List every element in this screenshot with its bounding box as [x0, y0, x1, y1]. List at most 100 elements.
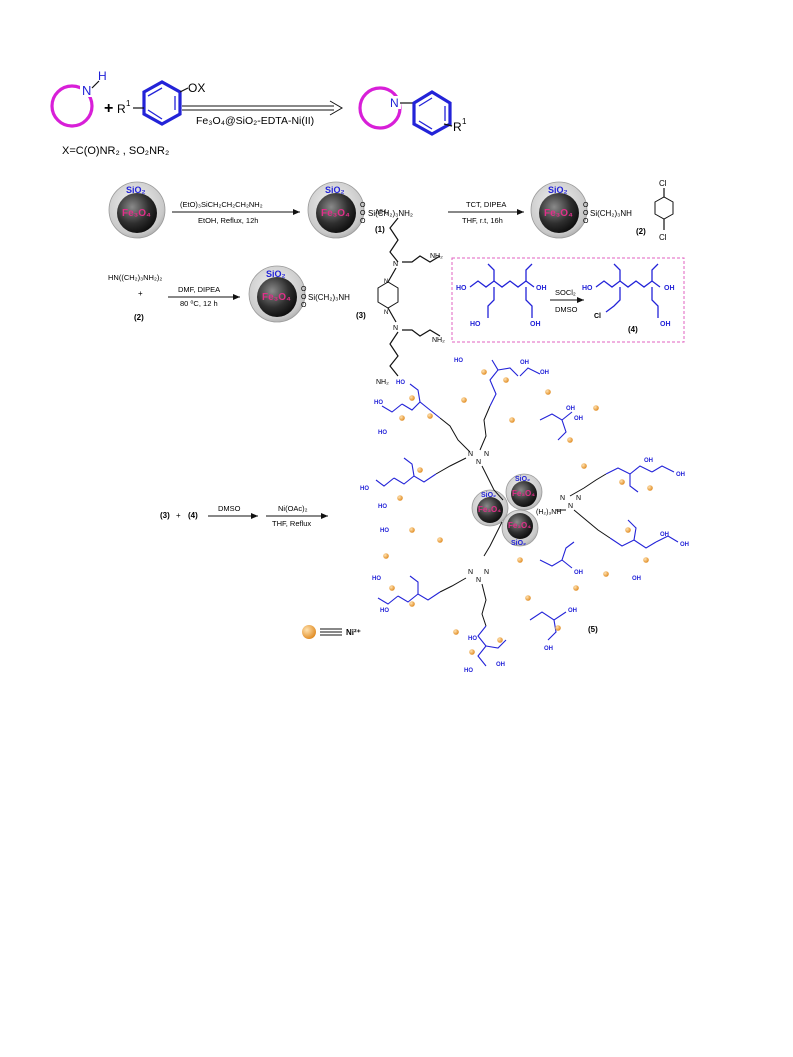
edta-ho-1: HO [456, 285, 467, 292]
ac-oh-1: OH [664, 285, 675, 292]
svg-text:O: O [583, 202, 589, 209]
svg-text:OH: OH [574, 416, 583, 422]
nickel-legend-label: Ni²⁺ [346, 628, 361, 637]
svg-text:O: O [583, 218, 589, 225]
svg-text:N: N [484, 569, 489, 576]
svg-text:N: N [468, 451, 473, 458]
product3-linker: Si(CH₂)₃NH [308, 293, 350, 302]
step3-plus: + [138, 289, 143, 298]
r1-label: R [117, 102, 126, 116]
svg-text:OH: OH [680, 542, 689, 548]
core-label: Fe₃O₄ [544, 208, 573, 219]
product1-number: (1) [375, 225, 385, 234]
core-label: Fe₃O₄ [512, 489, 535, 498]
r1-sup: 1 [126, 99, 131, 108]
svg-text:N: N [476, 577, 481, 584]
ac-ho: HO [582, 285, 593, 292]
nh2-c: NH₂ [432, 337, 445, 344]
row-3: (3) + (4) DMSO Ni(OAc)₂ THF, Reflux SiO₂… [160, 358, 689, 674]
core-label: Fe₃O₄ [262, 292, 291, 303]
step2-reagent-top: TCT, DIPEA [466, 200, 506, 209]
nickel-ions [383, 369, 653, 655]
step5-reagent2-bottom: THF, Reflux [272, 519, 311, 528]
svg-text:N: N [384, 279, 388, 285]
plus-sign: + [104, 100, 113, 117]
edta-box [451, 257, 685, 343]
siloxane-anchor-2: O O O [583, 202, 589, 225]
product2-linker: Si(CH₂)₃NH [590, 209, 632, 218]
shell-label: SiO₂ [511, 540, 526, 547]
svg-text:OH: OH [676, 472, 685, 478]
product-n: N [390, 96, 399, 110]
product-r1: R [453, 120, 462, 134]
step1-reagent-bottom: EtOH, Reflux, 12h [198, 216, 258, 225]
svg-text:OH: OH [540, 370, 549, 376]
svg-text:OH: OH [544, 646, 553, 652]
step5-right: (4) [188, 511, 198, 520]
shell-label: SiO₂ [325, 185, 345, 195]
product5-number: (5) [588, 625, 598, 634]
ac-oh-2: OH [660, 321, 671, 328]
step5-reagent1: DMSO [218, 504, 241, 513]
catalyst-label: Fe₃O₄@SiO₂-EDTA-Ni(II) [196, 115, 314, 127]
core-label: Fe₃O₄ [478, 505, 501, 514]
svg-text:OH: OH [644, 458, 653, 464]
core-label: Fe₃O₄ [122, 208, 151, 219]
step3-reagent-top: DMF, DIPEA [178, 285, 220, 294]
svg-text:N: N [576, 495, 581, 502]
x-definition: X=C(O)NR₂ , SO₂NR₂ [62, 145, 169, 157]
siloxane-anchor-1: O O O [360, 202, 366, 225]
nanoparticle-start: SiO₂ Fe₃O₄ [108, 181, 166, 239]
dendron-arms [435, 405, 611, 627]
step2-reagent-bottom: THF, r.t, 16h [462, 216, 503, 225]
core-label: Fe₃O₄ [321, 208, 350, 219]
svg-text:HO: HO [380, 608, 389, 614]
svg-text:N: N [393, 325, 398, 332]
svg-text:N: N [476, 459, 481, 466]
svg-text:N: N [468, 569, 473, 576]
svg-text:N: N [484, 451, 489, 458]
step5-reagent2-top: Ni(OAc)₂ [278, 504, 308, 513]
step1-reagent-top: (EtO)₃SiCH₂CH₂CH₂NH₂ [180, 200, 263, 209]
cl-bottom: Cl [659, 233, 667, 242]
svg-text:OH: OH [574, 570, 583, 576]
core-fragment: (H₂)₃NH [536, 509, 561, 516]
step4-reagent-top: SOCl₂ [555, 288, 576, 297]
nanoparticle-2: SiO₂ Fe₃O₄ [530, 181, 588, 239]
svg-text:HO: HO [380, 528, 389, 534]
svg-text:OH: OH [632, 576, 641, 582]
edta-branches [375, 359, 679, 667]
shell-label: SiO₂ [481, 492, 496, 499]
svg-text:O: O [301, 294, 307, 301]
product-aryl-ring [412, 90, 452, 136]
svg-text:HO: HO [464, 668, 473, 674]
product3-number: (3) [356, 311, 366, 320]
svg-text:O: O [360, 202, 366, 209]
svg-text:O: O [583, 210, 589, 217]
nanoparticle-3: SiO₂ Fe₃O₄ [248, 265, 306, 323]
triazine-2: Cl Cl [654, 179, 674, 242]
svg-text:OH: OH [520, 360, 529, 366]
ox-label: OX [188, 81, 205, 95]
svg-text:HO: HO [396, 380, 405, 386]
edta-ho-2: HO [470, 321, 481, 328]
step4-reagent-bottom: DMSO [555, 305, 578, 314]
acid-chloride-structure: HO OH Cl OH [582, 263, 675, 328]
amine-n: N [82, 83, 91, 98]
edta-oh-2: OH [530, 321, 541, 328]
svg-text:N: N [560, 495, 565, 502]
shell-label: SiO₂ [126, 185, 146, 195]
top-reaction: N H + R 1 OX Fe₃O₄@SiO₂-EDTA-Ni(II) N R [50, 69, 467, 157]
edta-oh-1: OH [536, 285, 547, 292]
amine-h: H [98, 69, 107, 83]
svg-text:O: O [301, 302, 307, 309]
product2-number: (2) [636, 227, 646, 236]
svg-text:OH: OH [566, 406, 575, 412]
core-cluster: SiO₂ Fe₃O₄ SiO₂ Fe₃O₄ Fe₃O₄ SiO₂ (H₂)₃NH [471, 473, 561, 547]
svg-text:HO: HO [372, 576, 381, 582]
svg-text:O: O [360, 218, 366, 225]
svg-text:OH: OH [496, 662, 505, 668]
edta-structure: HO OH HO OH [456, 263, 547, 328]
svg-text:HO: HO [374, 400, 383, 406]
